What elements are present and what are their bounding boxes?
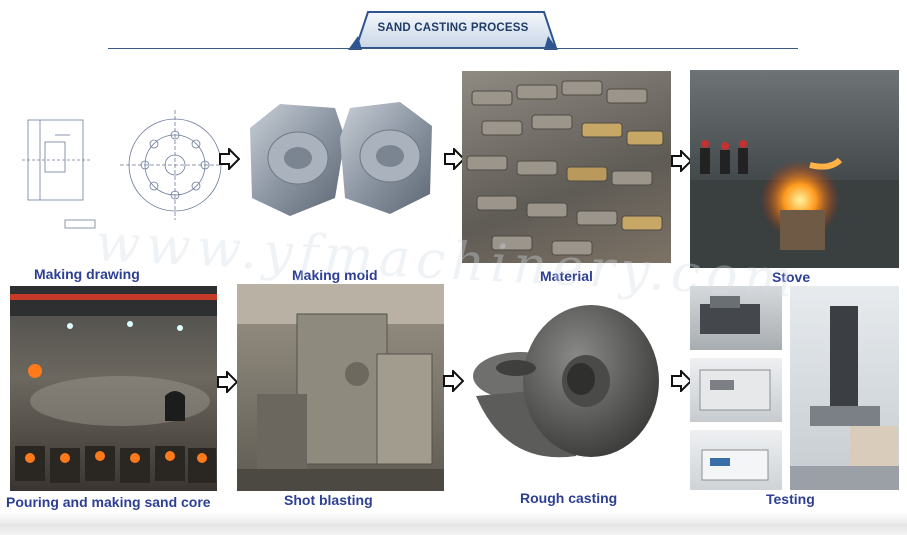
arrow-right-icon (671, 150, 692, 172)
step-label-rough-casting: Rough casting (520, 490, 618, 506)
step-label-material: Material (540, 268, 593, 284)
arrow-right-icon (219, 148, 240, 170)
step-label-drawing: Making drawing (34, 266, 140, 282)
mold-image (240, 98, 438, 222)
shot-blasting-image (237, 284, 444, 491)
header-rule (108, 48, 798, 49)
drawing-image (10, 80, 222, 242)
pouring-image (10, 286, 217, 491)
testing-image-3 (690, 430, 782, 490)
rough-casting-image (466, 296, 664, 482)
arrow-right-icon (217, 371, 238, 393)
step-label-stove: Stove (772, 269, 811, 285)
bottom-shadow (0, 512, 907, 535)
arrow-right-icon (671, 370, 692, 392)
page-title: SAND CASTING PROCESS (377, 22, 529, 34)
step-label-mold: Making mold (292, 267, 378, 283)
testing-image-2 (690, 358, 782, 422)
arrow-right-icon (444, 148, 465, 170)
step-label-pouring: Pouring and making sand core (6, 494, 211, 510)
testing-image-4 (790, 286, 899, 490)
material-image (462, 71, 671, 263)
arrow-right-icon (443, 370, 464, 392)
step-label-shot-blasting: Shot blasting (284, 492, 373, 508)
stove-image (690, 70, 899, 268)
step-label-testing: Testing (766, 491, 815, 507)
testing-image-1 (690, 286, 782, 350)
